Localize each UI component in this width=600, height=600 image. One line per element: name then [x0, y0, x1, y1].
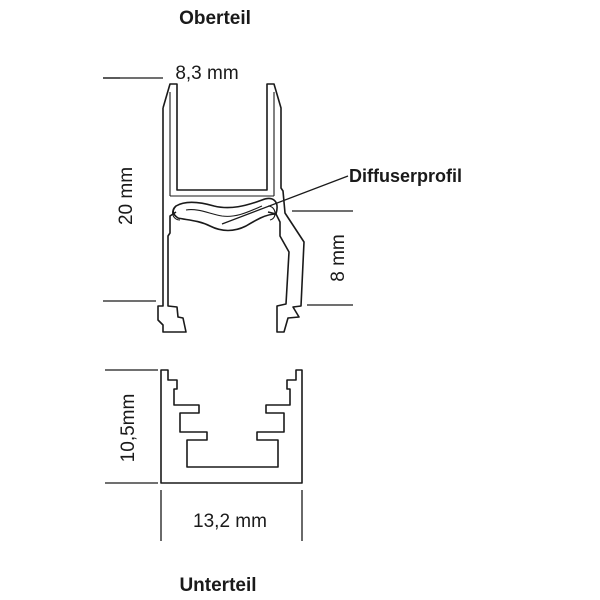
bottom-part-title: Unterteil	[179, 575, 256, 596]
top-inner-dimension: 8 mm	[292, 210, 353, 306]
bottom-height-dimension: 10,5mm	[105, 369, 158, 484]
diffuser-inner-line	[185, 205, 263, 217]
inner-height-label: 8 mm	[328, 234, 349, 282]
diffuser-leader	[221, 175, 349, 225]
bottom-width-dimension: 13,2 mm	[160, 490, 303, 541]
bottom-profile	[160, 369, 303, 484]
diffuser-nub-left	[171, 205, 181, 221]
diffuser-callout: Diffuserprofil	[221, 166, 462, 225]
bottom-height-label: 10,5mm	[118, 394, 139, 463]
bottom-profile-outline	[160, 369, 303, 484]
top-width-label: 8,3 mm	[175, 63, 238, 84]
bottom-width-label: 13,2 mm	[193, 511, 267, 532]
top-width-dimension: 8,3 mm	[103, 63, 239, 84]
diffuser-label: Diffuserprofil	[349, 166, 462, 186]
top-profile-outline	[157, 83, 305, 333]
top-profile	[157, 83, 305, 333]
top-height-label: 20 mm	[116, 167, 137, 225]
top-part-title: Oberteil	[179, 8, 251, 29]
diffuser-insert	[172, 197, 278, 232]
top-height-dimension: 20 mm	[103, 77, 156, 302]
